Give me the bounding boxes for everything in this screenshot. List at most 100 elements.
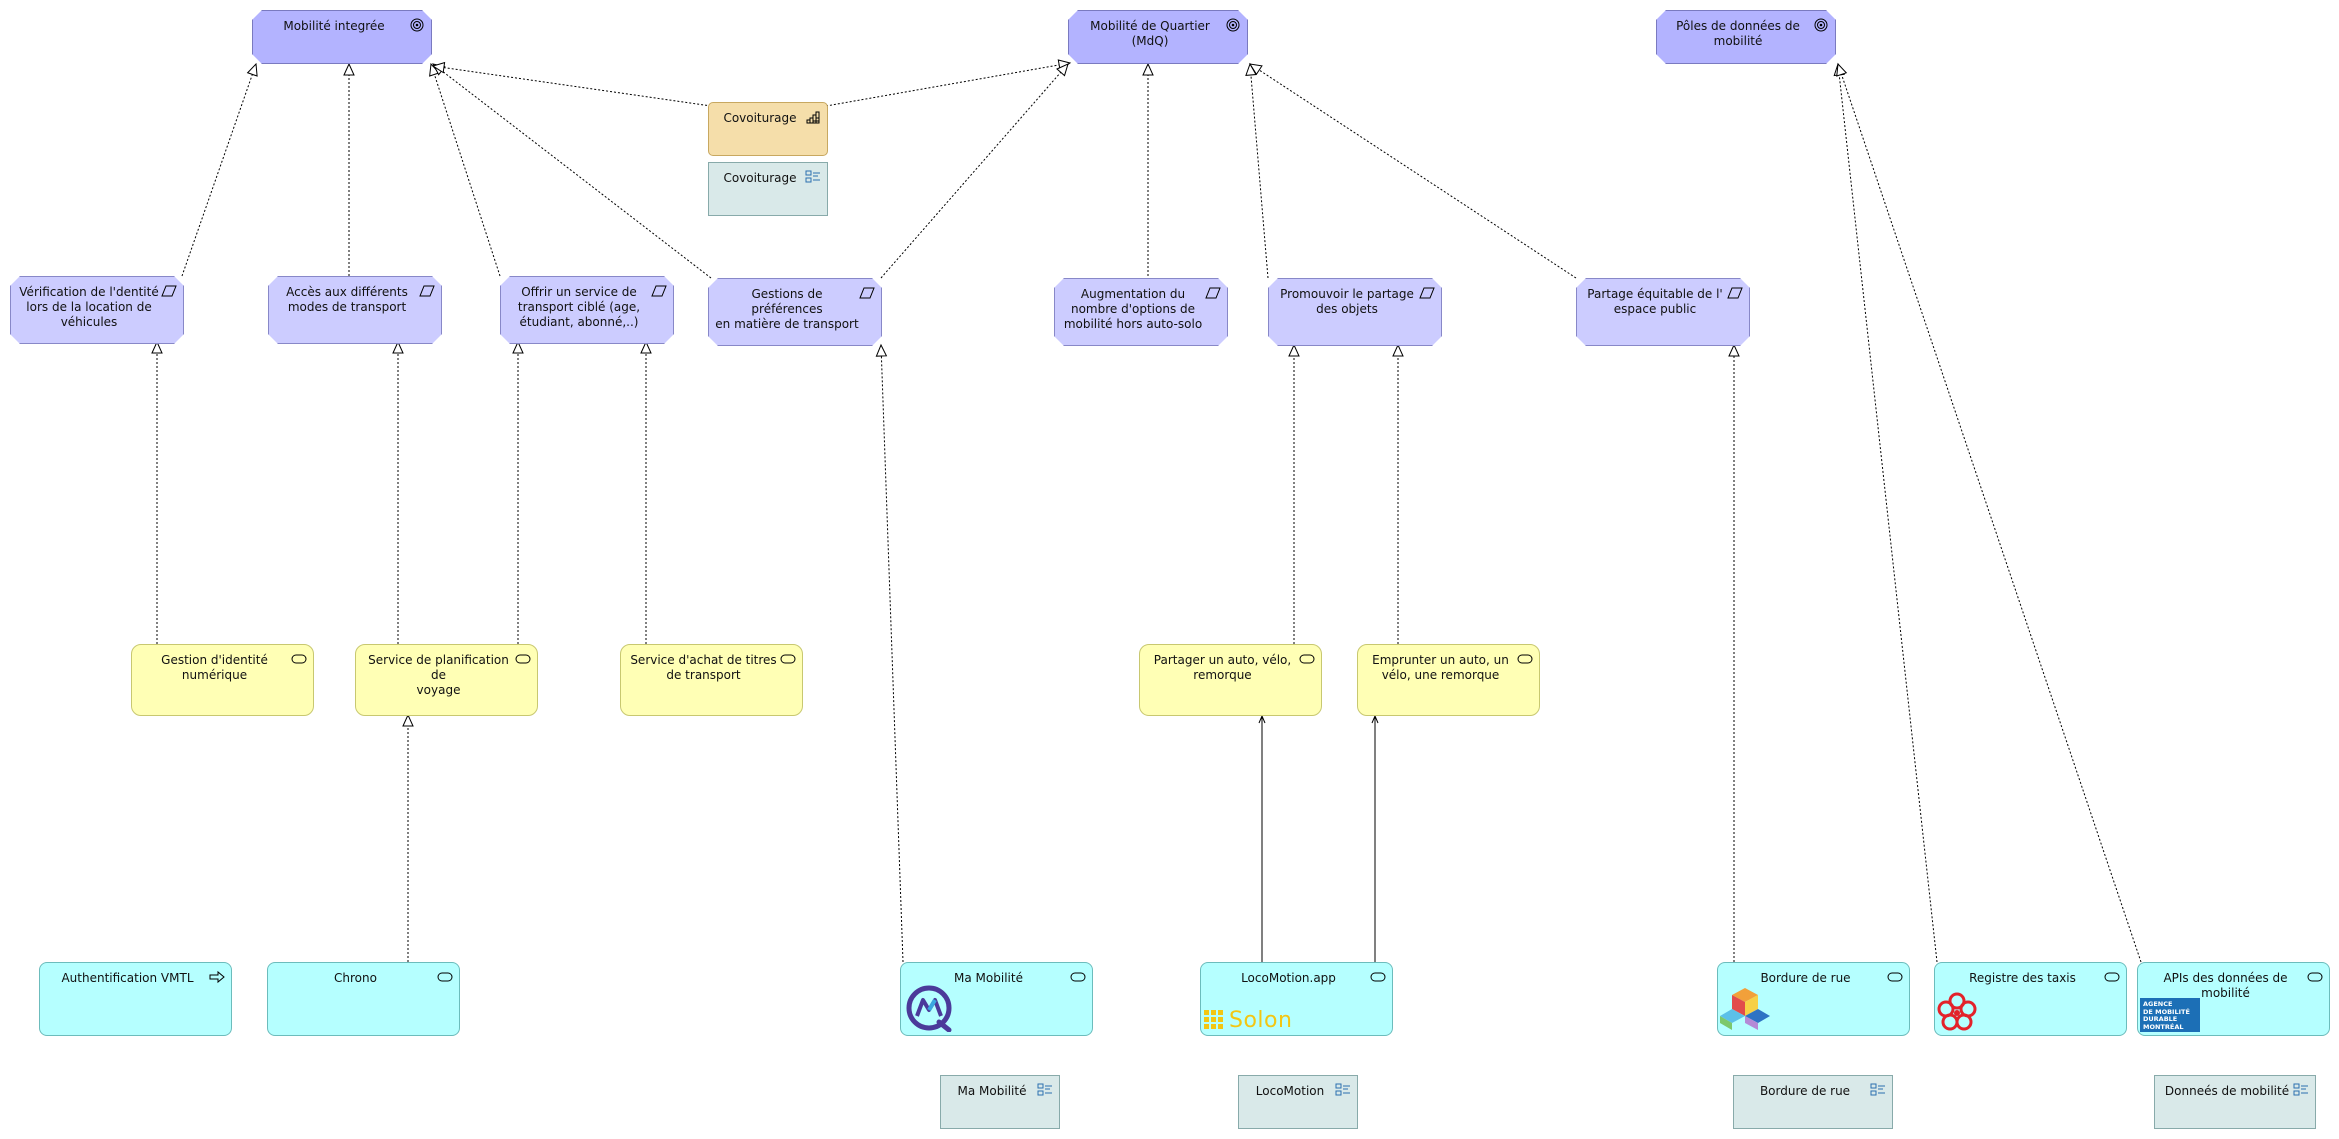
app-service-label: Authentification VMTL xyxy=(61,971,194,985)
realization-edge xyxy=(1833,62,1938,963)
outcome-gestions[interactable]: Gestions de préférences en matière de tr… xyxy=(708,278,882,346)
business-service-label: Partager un auto, vélo, remorque xyxy=(1153,653,1292,682)
app-service-label: LocoMotion.app xyxy=(1241,971,1336,985)
business-service-label: Service d'achat de titres de transport xyxy=(630,653,777,682)
data-object-icon xyxy=(805,170,820,183)
representation-ma-mobilite[interactable]: Ma Mobilité xyxy=(940,1075,1060,1129)
goal-mobilite-quartier[interactable]: Mobilité de Quartier (MdQ) xyxy=(1068,10,1248,64)
solon-grid-icon xyxy=(1204,1010,1223,1029)
target-icon xyxy=(1225,18,1241,32)
data-object-icon xyxy=(1037,1083,1052,1096)
goal-label: Mobilité integrée xyxy=(283,19,385,33)
montreal-rosette-logo-icon xyxy=(1937,992,1977,1031)
work-package-label: Covoiturage xyxy=(723,111,797,125)
app-service-ma-mobilite[interactable]: Ma Mobilité xyxy=(900,962,1093,1036)
work-package-covoiturage[interactable]: Covoiturage xyxy=(708,102,828,156)
app-service-label: Registre des taxis xyxy=(1969,971,2076,985)
representation-label: LocoMotion xyxy=(1255,1084,1325,1098)
data-object-icon xyxy=(2293,1083,2308,1096)
representation-label: Ma Mobilité xyxy=(957,1084,1027,1098)
business-service-label: Service de planification de voyage xyxy=(368,653,509,697)
outcome-label: Offrir un service de transport ciblé (ag… xyxy=(517,285,641,329)
outcome-verification[interactable]: Vérification de l'dentité lors de la loc… xyxy=(10,276,184,344)
app-service-label: Chrono xyxy=(334,971,377,985)
outcome-label: Vérification de l'dentité lors de la loc… xyxy=(19,285,159,329)
goal-poles-donnees[interactable]: Pôles de données de mobilité xyxy=(1656,10,1836,64)
service-pill-icon xyxy=(780,654,796,664)
parallelogram-icon xyxy=(161,284,177,298)
goal-label: Pôles de données de mobilité xyxy=(1676,19,1800,48)
realization-edge xyxy=(825,59,1072,107)
deliverable-grid-icon xyxy=(806,111,820,124)
outcome-label: Partage équitable de l' espace public xyxy=(1587,287,1723,316)
app-service-label: Ma Mobilité xyxy=(954,971,1023,985)
target-icon xyxy=(409,18,425,32)
parallelogram-icon xyxy=(419,284,435,298)
realization-edge xyxy=(432,63,712,279)
realization-edge xyxy=(181,62,258,277)
outcome-partage[interactable]: Partage équitable de l' espace public xyxy=(1576,278,1750,346)
outcome-label: Augmentation du nombre d'options de mobi… xyxy=(1063,287,1203,331)
outcome-acces[interactable]: Accès aux différents modes de transport xyxy=(268,276,442,344)
service-pill-icon xyxy=(1517,654,1533,664)
service-pill-icon xyxy=(1299,654,1315,664)
service-pill-icon xyxy=(1370,972,1386,982)
representation-label: Bordure de rue xyxy=(1759,1084,1851,1098)
parallelogram-icon xyxy=(859,286,875,300)
service-pill-icon xyxy=(291,654,307,664)
goal-label: Mobilité de Quartier (MdQ) xyxy=(1090,19,1210,48)
realization-edge xyxy=(431,61,712,107)
app-service-bordure[interactable]: Bordure de rue xyxy=(1717,962,1910,1036)
realization-edge xyxy=(1245,62,1269,279)
service-pill-icon xyxy=(1887,972,1903,982)
realization-edge xyxy=(1248,63,1577,279)
representation-label: Donneés de mobilité xyxy=(2164,1084,2290,1098)
parallelogram-icon xyxy=(651,284,667,298)
app-service-registre[interactable]: Registre des taxis xyxy=(1934,962,2127,1036)
representation-locomotion[interactable]: LocoMotion xyxy=(1238,1075,1358,1129)
parallelogram-icon xyxy=(1205,286,1221,300)
realization-edge xyxy=(875,343,904,963)
service-pill-icon xyxy=(2307,972,2323,982)
business-service-emprunter[interactable]: Emprunter un auto, un vélo, une remorque xyxy=(1357,644,1540,716)
outcome-offrir[interactable]: Offrir un service de transport ciblé (ag… xyxy=(500,276,674,344)
realization-edge xyxy=(429,62,501,277)
app-service-chrono[interactable]: Chrono xyxy=(267,962,460,1036)
app-service-apis[interactable]: APIs des données de mobilité AGENCE DE M… xyxy=(2137,962,2330,1036)
realization-edge xyxy=(1836,62,2142,963)
app-interface-auth[interactable]: Authentification VMTL xyxy=(39,962,232,1036)
bordure-cube-logo-icon xyxy=(1720,988,1770,1030)
parallelogram-icon xyxy=(1419,286,1435,300)
business-service-partager[interactable]: Partager un auto, vélo, remorque xyxy=(1139,644,1322,716)
business-service-planification[interactable]: Service de planification de voyage xyxy=(355,644,538,716)
parallelogram-icon xyxy=(1727,286,1743,300)
service-pill-icon xyxy=(2104,972,2120,982)
outcome-label: Gestions de préférences en matière de tr… xyxy=(715,287,859,331)
business-service-label: Gestion d'identité numérique xyxy=(161,653,268,682)
ma-mobilite-logo-icon xyxy=(906,985,952,1032)
representation-covoiturage[interactable]: Covoiturage xyxy=(708,162,828,216)
app-service-label: APIs des données de mobilité xyxy=(2163,971,2288,1000)
outcome-label: Accès aux différents modes de transport xyxy=(286,285,408,314)
outcome-augmentation[interactable]: Augmentation du nombre d'options de mobi… xyxy=(1054,278,1228,346)
solon-logo-text: Solon xyxy=(1229,1007,1293,1033)
outcome-promouvoir[interactable]: Promouvoir le partage des objets xyxy=(1268,278,1442,346)
goal-mobilite-integree[interactable]: Mobilité integrée xyxy=(252,10,432,64)
representation-donnees[interactable]: Donneés de mobilité xyxy=(2154,1075,2316,1129)
business-service-gestion-identite[interactable]: Gestion d'identité numérique xyxy=(131,644,314,716)
target-icon xyxy=(1813,18,1829,32)
solon-logo: Solon xyxy=(1203,1007,1293,1033)
app-service-label: Bordure de rue xyxy=(1760,971,1851,985)
representation-label: Covoiturage xyxy=(723,171,797,185)
data-object-icon xyxy=(1870,1083,1885,1096)
agence-mobilite-logo: AGENCE DE MOBILITÉ DURABLE MONTRÉAL xyxy=(2140,998,2200,1032)
service-pill-icon xyxy=(437,972,453,982)
business-service-achat[interactable]: Service d'achat de titres de transport xyxy=(620,644,803,716)
business-service-label: Emprunter un auto, un vélo, une remorque xyxy=(1372,653,1509,682)
app-service-locomotion[interactable]: LocoMotion.app Solon xyxy=(1200,962,1393,1036)
representation-bordure[interactable]: Bordure de rue xyxy=(1733,1075,1893,1129)
outcome-label: Promouvoir le partage des objets xyxy=(1280,287,1414,316)
service-pill-icon xyxy=(515,654,531,664)
